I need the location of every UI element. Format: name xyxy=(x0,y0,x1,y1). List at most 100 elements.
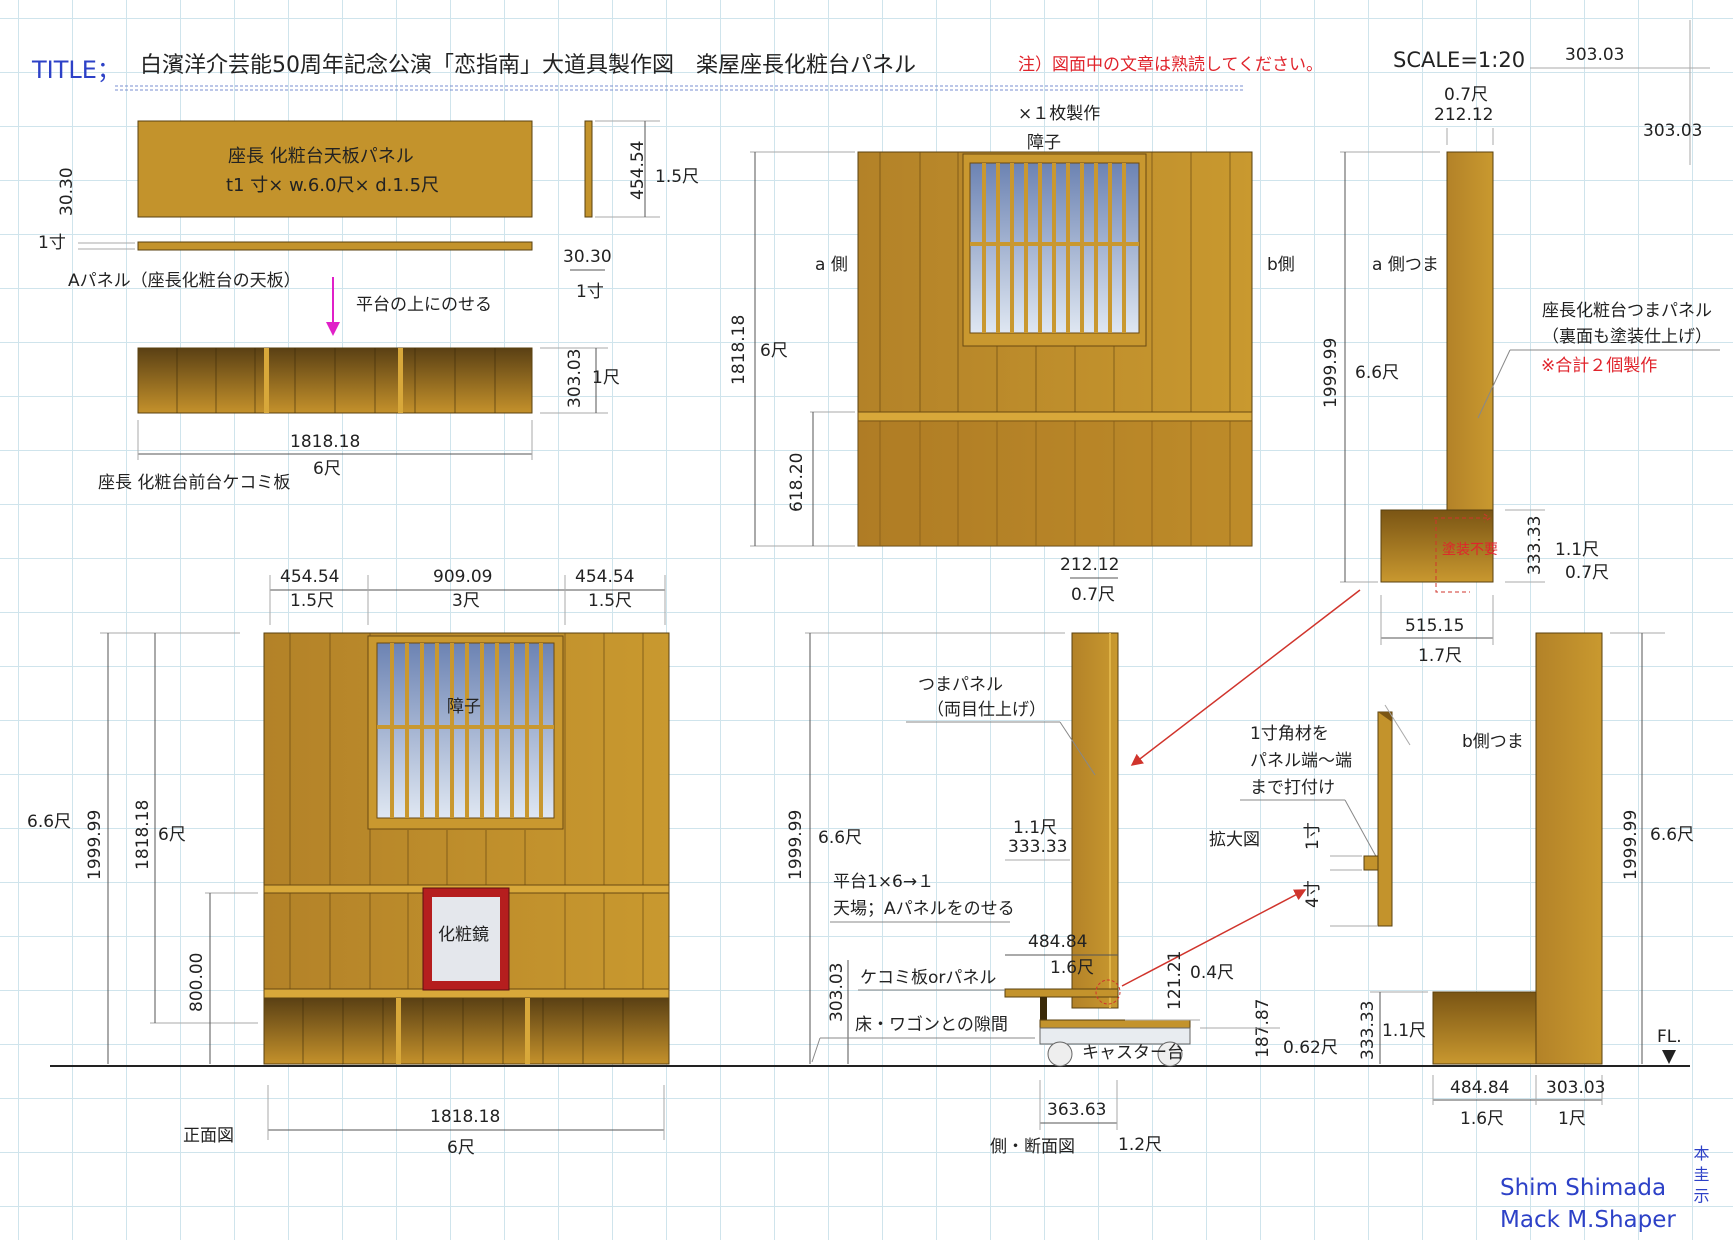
credit-name-1: Shim Shimada xyxy=(1500,1175,1666,1201)
side-a-callout-arrow xyxy=(1130,589,1361,766)
section-dim-062: 0.62尺 xyxy=(1283,1038,1338,1058)
side-a-note-2: （裏面も塗装仕上げ） xyxy=(1542,326,1712,347)
front-shoji-label: 障子 xyxy=(447,697,481,717)
reading-note: 注）図面中の文章は熟読してください。 xyxy=(1018,54,1323,75)
front-dim-left-shaku: 1.5尺 xyxy=(290,591,334,611)
caster-wheel-right xyxy=(1157,1041,1183,1067)
credit-vertical: 本 圭 示 xyxy=(1691,1145,1710,1203)
section-gap-leader-2 xyxy=(811,1037,821,1063)
side-a-dim-h-mm: 1999.99 xyxy=(1321,338,1341,408)
front-dim-panel-mm: 1818.18 xyxy=(133,800,153,870)
credit-name-2: Mack M.Shaper xyxy=(1500,1207,1676,1233)
section-dim-h-shaku: 6.6尺 xyxy=(818,828,862,848)
front-dim-left-mm: 454.54 xyxy=(280,567,339,587)
front-dim-mid-mm: 909.09 xyxy=(433,567,492,587)
section-caster-deck xyxy=(1039,1019,1191,1029)
section-dim-base-mm: 363.63 xyxy=(1047,1100,1106,1120)
detail-square-bar xyxy=(1363,855,1379,871)
kekomi-dim-w-shaku: 6尺 xyxy=(313,459,341,479)
detail-callout-arrow xyxy=(1121,889,1307,987)
kekomi-planks xyxy=(176,348,496,413)
detail-leader-2 xyxy=(1344,799,1379,861)
back-dim-h-mm: 1818.18 xyxy=(729,315,749,385)
side-b-panel xyxy=(1535,632,1603,1065)
side-dim-shaku: 1.5尺 xyxy=(655,167,699,187)
detail-panel-top xyxy=(1378,712,1392,722)
front-dim-table-mm: 800.00 xyxy=(187,953,207,1012)
scale-label: SCALE=1:20 xyxy=(1393,48,1525,72)
front-caption: 正面図 xyxy=(183,1126,234,1146)
section-dim-kekomi-mm: 303.03 xyxy=(827,963,847,1022)
section-dim-h-mm: 1999.99 xyxy=(786,810,806,880)
top-panel-caption: Aパネル（座長化粧台の天板） xyxy=(68,271,301,291)
front-dim-panel-shaku: 6尺 xyxy=(158,825,186,845)
detail-caption: 拡大図 xyxy=(1209,830,1260,850)
section-caster-box xyxy=(1039,1027,1191,1045)
side-a-dim-w-shaku: 1.7尺 xyxy=(1418,646,1462,666)
front-kekomi xyxy=(263,997,670,1065)
side-b-dim-w1-mm: 484.84 xyxy=(1450,1078,1509,1098)
side-b-dim-box-mm: 333.33 xyxy=(1358,1001,1378,1060)
section-panel-leader-2 xyxy=(1059,721,1096,776)
kekomi-dim-w-mm: 1818.18 xyxy=(290,432,360,452)
kekomi-post-2 xyxy=(398,348,403,413)
section-kekomi-label: ケコミ板orパネル xyxy=(860,968,996,988)
back-side-a: a 側 xyxy=(815,255,848,275)
detail-note-3: まで打付け xyxy=(1250,778,1335,798)
section-leg xyxy=(1040,997,1047,1035)
back-count: ×１枚製作 xyxy=(1018,104,1100,124)
side-a-no-paint: 塗装不要 xyxy=(1442,541,1498,558)
section-dim-t-shaku: 0.7尺 xyxy=(1071,585,1115,605)
section-dim-121: 121.21 xyxy=(1165,951,1185,1010)
place-arrow-head xyxy=(326,322,340,336)
side-a-dim-box2-shaku: 0.7尺 xyxy=(1565,563,1609,583)
detail-note-1: 1寸角材を xyxy=(1250,724,1329,744)
side-b-dim-h-mm: 1999.99 xyxy=(1621,810,1641,880)
detail-panel xyxy=(1377,711,1393,927)
front-dim-w-mm: 1818.18 xyxy=(430,1107,500,1127)
caster-wheel-left xyxy=(1047,1041,1073,1067)
section-note-hiradai-2: 天場；Aパネルをのせる xyxy=(833,899,1015,919)
detail-ext-top xyxy=(1384,704,1411,746)
back-dim-low-mm: 618.20 xyxy=(787,453,807,512)
top-panel-label-1: 座長 化粧台天板パネル xyxy=(228,146,414,167)
section-dim-t-mm: 212.12 xyxy=(1060,555,1119,575)
mirror-label: 化粧鏡 xyxy=(438,925,489,945)
back-lower-shade xyxy=(858,421,1252,546)
front-dim-total-shaku: 6.6尺 xyxy=(27,812,71,832)
section-panel-label-1: つまパネル xyxy=(918,675,1003,695)
side-a-dim-box-shaku: 1.1尺 xyxy=(1555,540,1599,560)
section-dim-mid-mm: 333.33 xyxy=(1008,837,1067,857)
section-tabletop xyxy=(1004,988,1119,998)
side-a-leader xyxy=(1477,349,1511,419)
back-side-b: b側 xyxy=(1267,255,1295,275)
front-kekomi-post-1 xyxy=(396,998,401,1064)
section-dim-mid-shaku: 1.1尺 xyxy=(1013,818,1057,838)
section-dim-depth-shaku: 1.6尺 xyxy=(1050,958,1094,978)
floor-level-label: FL. xyxy=(1657,1027,1682,1047)
section-gap-label: 床・ワゴンとの隙間 xyxy=(855,1014,1008,1035)
side-b-dim-w1-shaku: 1.6尺 xyxy=(1460,1109,1504,1129)
section-note-hiradai-1: 平台1×6→１ xyxy=(833,872,934,892)
side-a-label: a 側つま xyxy=(1372,255,1439,275)
front-dim-right-shaku: 1.5尺 xyxy=(588,591,632,611)
section-dim-depth-mm: 484.84 xyxy=(1028,932,1087,952)
kekomi-post-1 xyxy=(264,348,269,413)
top-dim-1sun: 1寸 xyxy=(38,233,66,253)
kekomi-caption: 座長 化粧台前台ケコミ板 xyxy=(98,473,290,493)
side-b-dim-box-shaku: 1.1尺 xyxy=(1382,1021,1426,1041)
section-panel-label-2: （両目仕上げ） xyxy=(927,700,1046,720)
detail-callout-circle xyxy=(1095,979,1121,1005)
mirror-glass xyxy=(432,897,500,981)
side-dim-bottom-mm: 30.30 xyxy=(563,247,612,267)
detail-dim-1sun: 1寸 xyxy=(1303,822,1323,850)
side-a-dim-t-shaku: 0.7尺 xyxy=(1444,85,1488,105)
side-b-dim-h-shaku: 6.6尺 xyxy=(1650,825,1694,845)
front-dim-total-mm: 1999.99 xyxy=(85,810,105,880)
caster-label: キャスター台 xyxy=(1082,1043,1184,1063)
drawing-title: 白濱洋介芸能50周年記念公演「恋指南」大道具製作図 楽屋座長化粧台パネル xyxy=(140,53,916,78)
top-dim-thick: 30.30 xyxy=(57,167,77,216)
side-a-dim-h-shaku: 6.6尺 xyxy=(1355,363,1399,383)
